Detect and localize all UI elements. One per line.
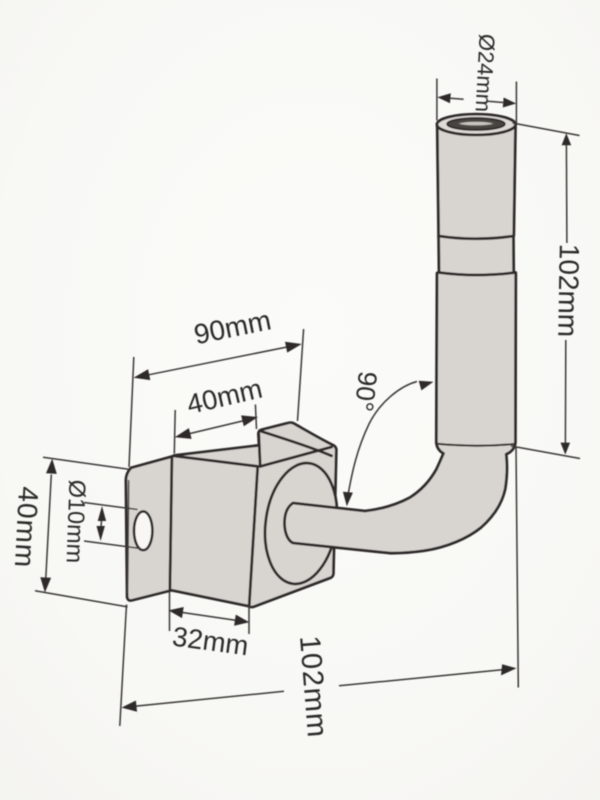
svg-text:102mm: 102mm [552,244,585,338]
svg-text:Ø10mm: Ø10mm [62,479,91,563]
svg-text:90°: 90° [349,370,383,413]
svg-text:40mm: 40mm [9,486,44,569]
svg-text:Ø24mm: Ø24mm [471,33,500,112]
